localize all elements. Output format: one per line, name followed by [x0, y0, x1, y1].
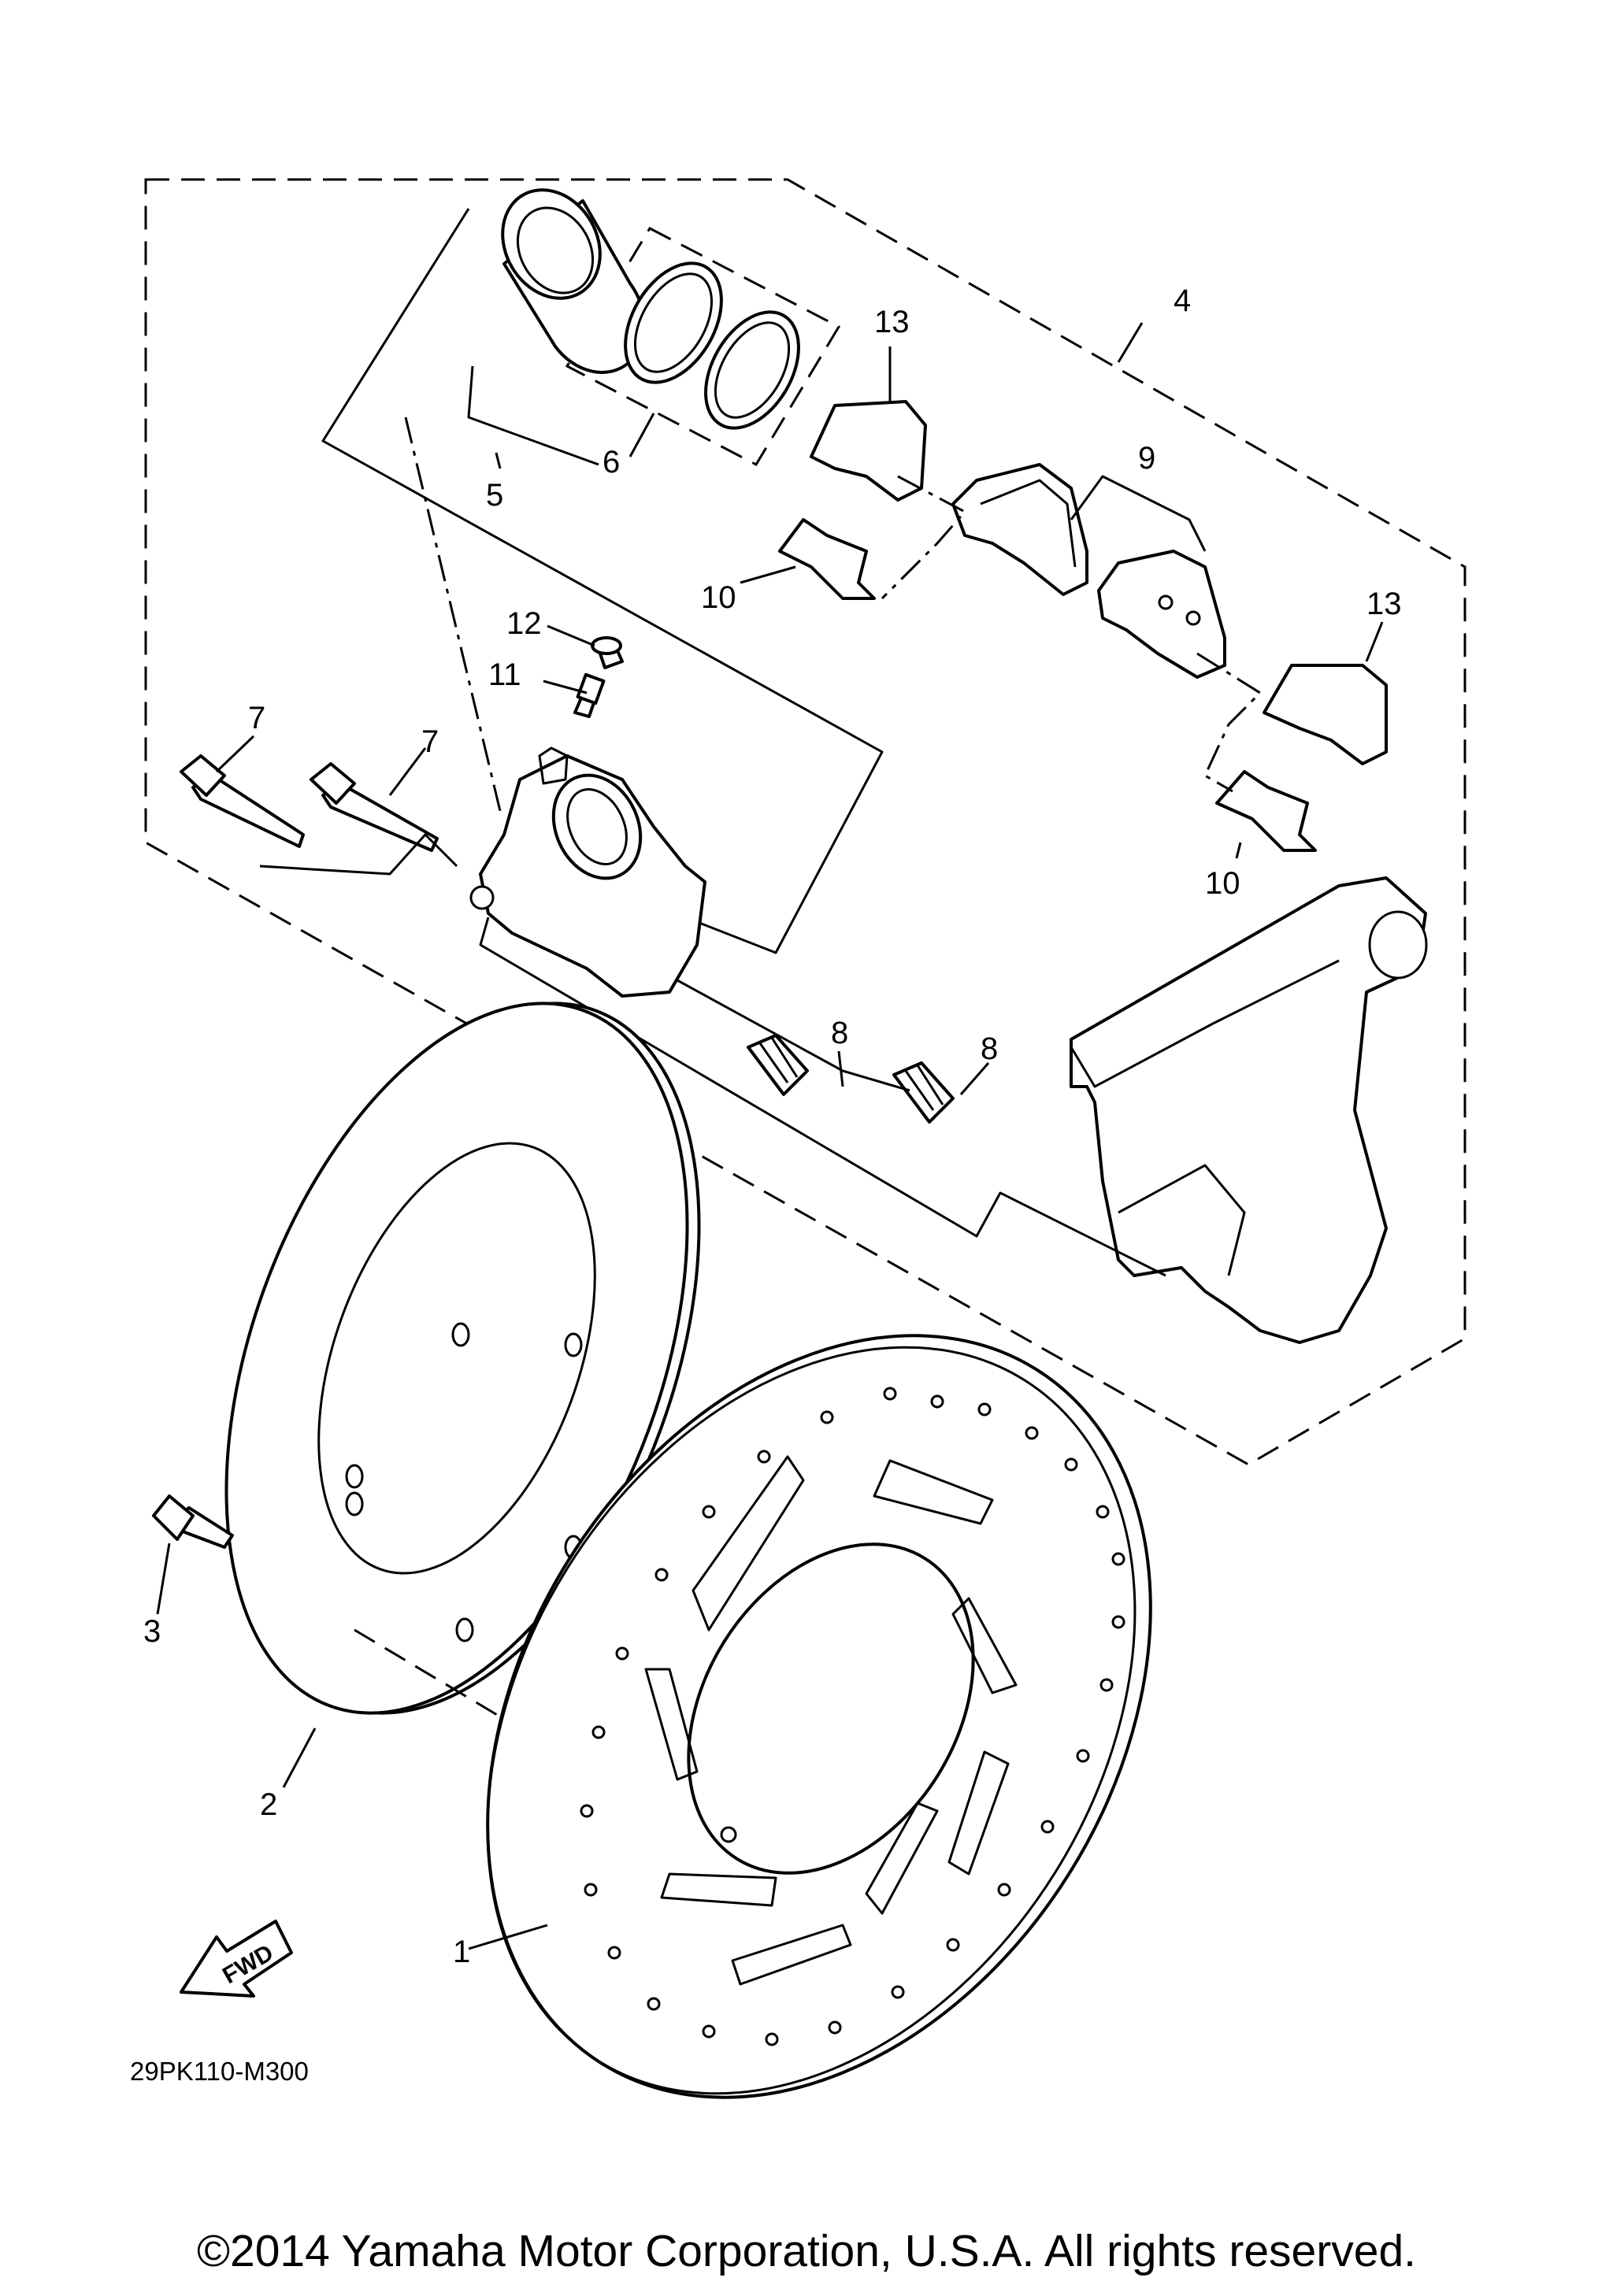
assembly-line-boots [479, 917, 1166, 1277]
callout-13a: 13 [874, 305, 910, 339]
callout-10b: 10 [1205, 866, 1240, 901]
bleed-screw-cap [591, 636, 624, 669]
axis-line-pads [881, 475, 967, 600]
assembly-line-body [677, 979, 910, 1092]
caliper-pin-2 [310, 762, 439, 852]
brake-pad-outer [1097, 550, 1226, 679]
pin-boot-1 [747, 1034, 809, 1096]
callout-4: 4 [1174, 283, 1191, 318]
pad-shim-upper [810, 400, 927, 502]
callout-9: 9 [1138, 441, 1155, 476]
callout-12: 12 [506, 606, 542, 641]
pad-spring-lower [1215, 770, 1317, 852]
callout-3: 3 [143, 1614, 161, 1649]
callout-6: 6 [603, 445, 620, 480]
brake-disc [486, 1334, 1152, 2099]
caliper-body [469, 746, 706, 998]
callout-leaders [156, 322, 1384, 1950]
caliper-assembly-boundary [144, 178, 1467, 1466]
callout-7b: 7 [421, 724, 439, 759]
callout-2: 2 [260, 1787, 277, 1822]
caliper-bracket [1070, 876, 1428, 1344]
callout-10a: 10 [701, 580, 736, 615]
pad-shim-lower [1263, 664, 1388, 765]
forward-direction-arrow: FWD [180, 1920, 293, 1998]
axis-line-pads-lower [1196, 652, 1263, 793]
callout-5: 5 [486, 478, 503, 513]
assembly-line-pins [259, 833, 458, 876]
callout-11: 11 [488, 657, 521, 692]
axis-line-piston [404, 417, 502, 812]
callout-8b: 8 [981, 1031, 998, 1066]
callout-7a: 7 [248, 701, 265, 735]
callout-1: 1 [453, 1935, 470, 1969]
pad-spring-upper [778, 518, 876, 600]
copyright-notice: ©2014 Yamaha Motor Corporation, U.S.A. A… [197, 2226, 1416, 2276]
caliper-body-group-bracket [321, 208, 884, 954]
pin-boot-2 [892, 1061, 955, 1124]
piston-seal-2 [704, 310, 800, 430]
caliper-piston [501, 188, 647, 374]
caliper-pin-1 [180, 754, 305, 848]
callout-13b: 13 [1366, 587, 1402, 621]
brake-pad-inner [951, 463, 1088, 596]
bleed-screw [573, 672, 606, 718]
diagram-code: 29PK110-M300 [130, 2057, 309, 2086]
piston-seal-1 [624, 261, 723, 384]
callout-8a: 8 [831, 1016, 848, 1050]
disc-bolt [152, 1494, 234, 1549]
